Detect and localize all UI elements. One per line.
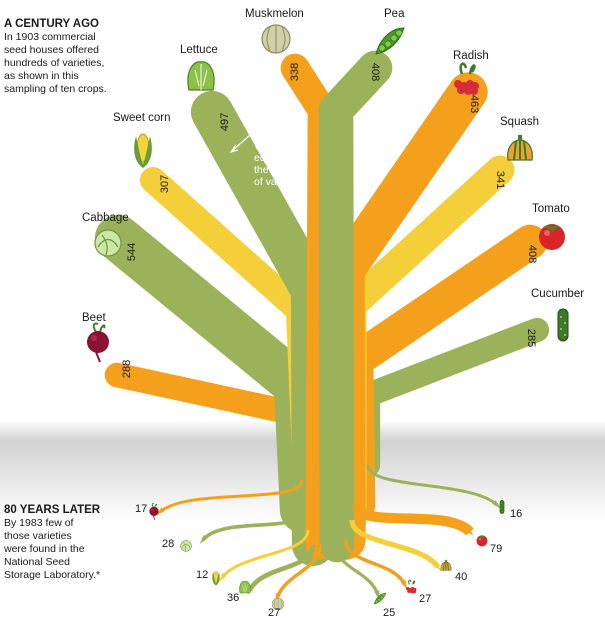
pea-icon	[375, 27, 405, 55]
width-arrow	[229, 117, 270, 154]
branch-value-squash: 341	[494, 171, 506, 189]
crop-label-pea: Pea	[384, 8, 405, 20]
branch-pea	[318, 50, 393, 563]
width-note-line: the number	[254, 164, 308, 176]
count-1983-radish: 27	[419, 593, 432, 605]
count-1983-squash: 40	[455, 571, 468, 583]
branch-value-pea: 408	[369, 63, 381, 81]
count-1983-lettuce: 36	[227, 592, 240, 604]
root-lettuce	[247, 544, 316, 592]
radish-icon	[405, 579, 417, 594]
cabbage-icon	[180, 540, 192, 552]
root-beet	[159, 479, 304, 514]
branch-value-cabbage: 544	[126, 243, 138, 261]
pea-icon	[373, 592, 387, 605]
corn-icon	[134, 133, 152, 168]
crop-label-muskmelon: Muskmelon	[245, 8, 304, 20]
branch-value-sweet-corn: 307	[159, 175, 171, 193]
root-radish	[344, 539, 407, 586]
root-arrow-tomato	[465, 527, 474, 536]
root-arrow-beet	[156, 507, 165, 516]
root-arrow-sweet-corn	[219, 573, 227, 583]
roots-layer	[156, 464, 501, 603]
later-line: those varieties	[4, 530, 72, 542]
root-cucumber	[366, 464, 499, 507]
beet-icon	[87, 322, 109, 363]
root-arrow-radish	[400, 580, 408, 590]
icons-layer	[87, 24, 569, 363]
root-pea	[335, 544, 380, 596]
branch-value-beet: 288	[121, 360, 133, 378]
width-note: Width equals the number of varieties	[254, 140, 307, 188]
later-line: Storage Laboratory.*	[4, 569, 101, 581]
branch-value-cucumber: 285	[525, 329, 537, 347]
later-heading: 80 YEARS LATER	[4, 504, 101, 516]
later-text: By 1983 few of those varieties were foun…	[4, 517, 100, 582]
lettuce-icon	[239, 580, 251, 594]
intro-line: hundreds of varieties,	[4, 57, 105, 69]
small-icons-layer	[149, 500, 505, 611]
later-line: National Seed	[4, 556, 70, 568]
radish-icon	[454, 62, 479, 95]
branch-value-muskmelon: 338	[289, 63, 301, 81]
count-1983-pea: 25	[383, 607, 396, 619]
branch-value-tomato: 408	[526, 245, 538, 263]
muskmelon-icon	[271, 597, 285, 611]
beet-icon	[149, 503, 159, 520]
width-note-line: of varieties	[254, 176, 305, 188]
root-tomato	[352, 503, 474, 536]
intro-heading: A CENTURY AGO	[4, 18, 99, 30]
intro-line: In 1903 commercial	[4, 31, 96, 43]
later-line: were found in the	[4, 543, 85, 555]
count-1983-sweet-corn: 12	[196, 569, 209, 581]
cabbage-icon	[94, 229, 122, 257]
root-arrow-squash	[433, 562, 441, 572]
crop-label-cabbage: Cabbage	[82, 212, 129, 224]
crop-label-cucumber: Cucumber	[531, 288, 585, 300]
root-sweet-corn	[220, 529, 310, 579]
branches-layer: 288 285 544 408 307 341 497varieties 463 338 408	[94, 50, 550, 567]
cucumber-icon	[557, 308, 569, 342]
count-1983-muskmelon: 27	[268, 607, 281, 619]
lettuce-icon	[187, 61, 215, 91]
root-muskmelon	[275, 544, 322, 599]
count-1983-tomato: 79	[490, 543, 503, 555]
root-arrow-cabbage	[199, 535, 208, 544]
intro-line: seed houses offered	[4, 44, 99, 56]
width-note-line: Width	[254, 140, 281, 152]
crop-label-squash: Squash	[500, 116, 540, 128]
crop-label-beet: Beet	[82, 312, 106, 324]
squash-icon	[440, 559, 452, 571]
crop-label-sweet-corn: Sweet corn	[113, 112, 171, 124]
crop-label-radish: Radish	[453, 50, 489, 62]
intro-line: sampling of ten crops.	[4, 83, 107, 95]
tomato-icon	[476, 535, 488, 547]
crop-label-lettuce: Lettuce	[180, 44, 218, 56]
root-squash	[349, 519, 441, 569]
intro-line: as shown in this	[4, 70, 79, 82]
intro-text: In 1903 commercial seed houses offered h…	[4, 31, 107, 96]
branch-value-radish: 463	[468, 95, 480, 113]
branch-value-lettuce: 497varieties	[219, 113, 231, 131]
root-arrow-cucumber	[492, 500, 501, 509]
count-1983-cucumber: 16	[510, 508, 523, 520]
root-cabbage	[201, 509, 305, 542]
squash-icon	[507, 135, 533, 161]
count-1983-beet: 17	[135, 503, 148, 515]
tomato-icon	[539, 224, 565, 250]
cucumber-icon	[499, 500, 505, 514]
crop-label-tomato: Tomato	[532, 203, 570, 215]
count-1983-cabbage: 28	[162, 538, 175, 550]
corn-icon	[212, 571, 220, 586]
width-note-line: equals	[254, 152, 285, 164]
muskmelon-icon	[261, 24, 291, 54]
later-line: By 1983 few of	[4, 517, 74, 529]
